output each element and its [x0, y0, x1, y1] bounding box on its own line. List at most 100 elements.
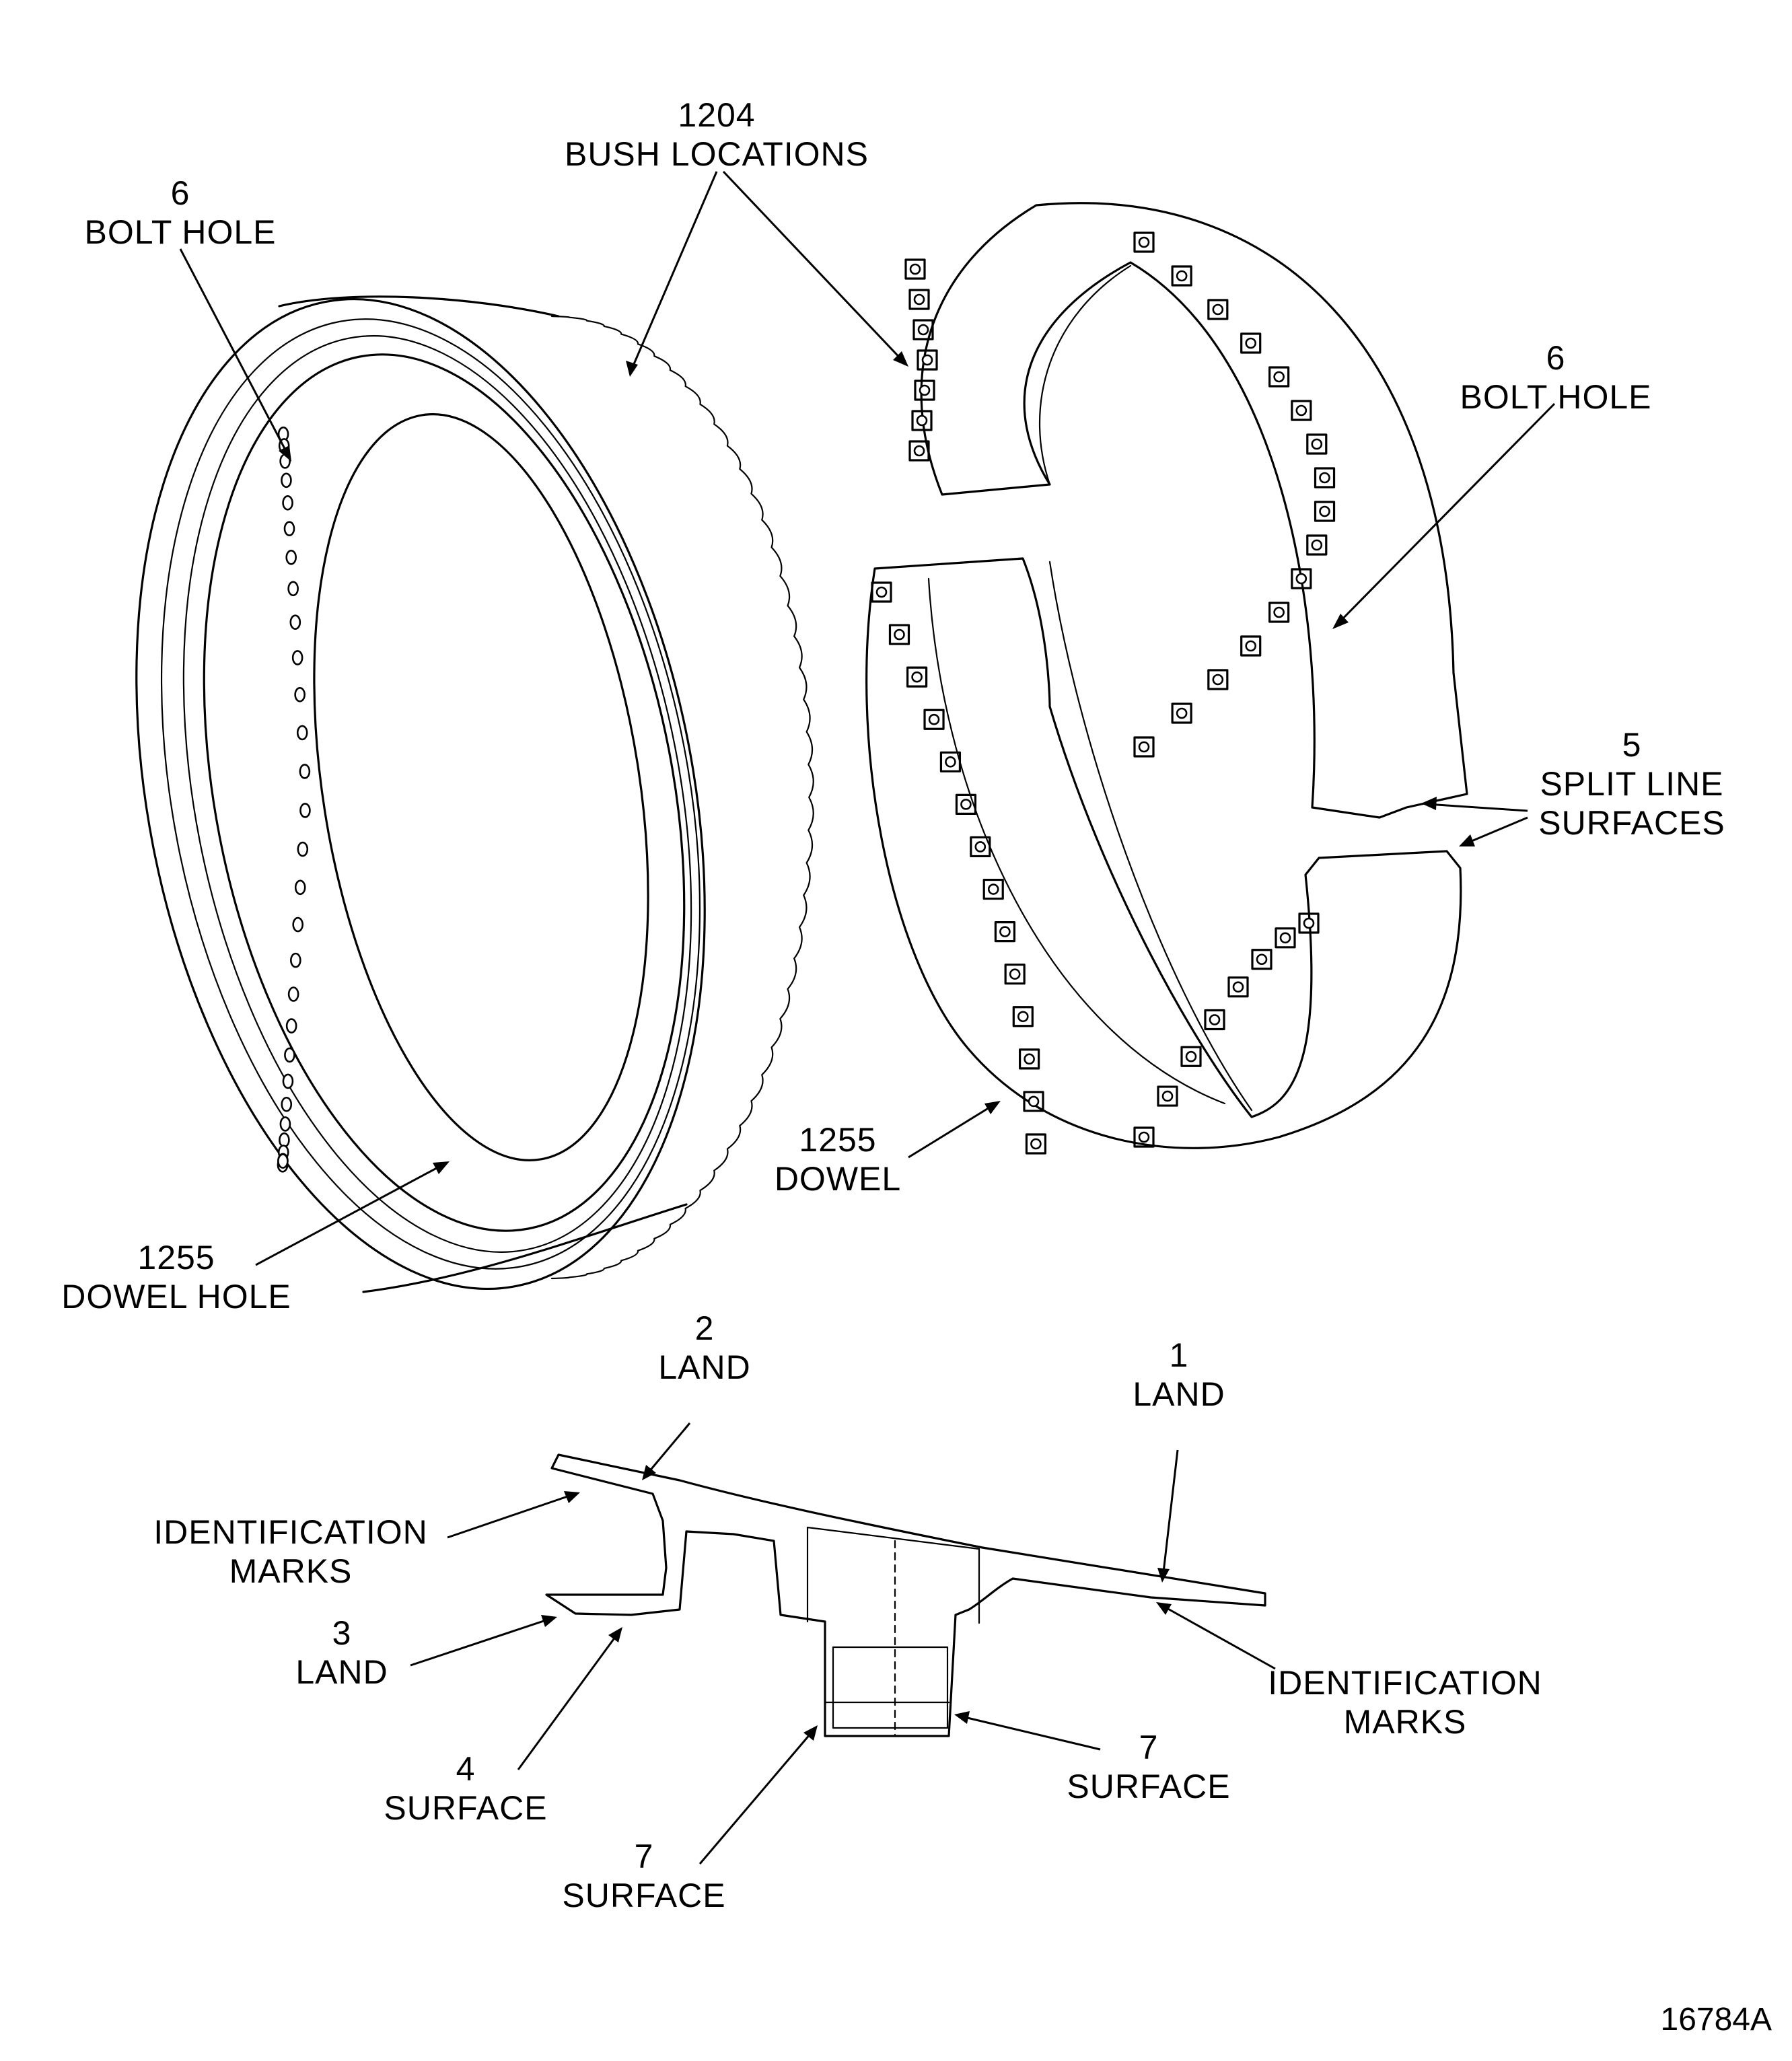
label-bolt-hole-right: 6 BOLT HOLE: [1460, 338, 1651, 417]
bush-location-mark: [1298, 912, 1320, 934]
bush-location-mark: [1207, 299, 1229, 320]
bush-hole-mark: [1273, 371, 1285, 383]
surface-4-number: 4: [456, 1750, 476, 1788]
bush-location-mark: [1306, 534, 1328, 556]
bolt-hole-mark: [279, 1116, 291, 1132]
bush-location-mark: [911, 410, 933, 431]
bolt-hole-mark: [277, 1153, 289, 1169]
bush-hole-mark: [1212, 303, 1224, 316]
label-bolt-hole-left: 6 BOLT HOLE: [84, 174, 276, 252]
bolt-hole-mark: [296, 725, 308, 741]
bush-location-mark: [908, 440, 930, 462]
split-line-text-1: SPLIT LINE: [1540, 765, 1724, 803]
bush-hole-mark: [1319, 505, 1330, 517]
bush-location-mark: [1240, 332, 1262, 354]
bolt-hole-mark: [282, 1073, 294, 1089]
label-identification-marks-left: IDENTIFICATION MARKS: [153, 1513, 428, 1591]
bush-hole-mark: [1176, 707, 1188, 719]
land-1-text: LAND: [1133, 1375, 1225, 1413]
label-surface-7-right: 7 SURFACE: [1067, 1728, 1230, 1806]
label-land-2: 2 LAND: [658, 1309, 750, 1387]
bolt-hole-mark: [285, 549, 297, 565]
bush-hole-mark: [916, 414, 928, 427]
bolt-hole-mark: [284, 1047, 295, 1063]
bush-location-mark: [1291, 400, 1312, 421]
bush-hole-mark: [1138, 236, 1150, 248]
bush-hole-mark: [1209, 1014, 1221, 1025]
split-line-number: 5: [1622, 726, 1642, 764]
bush-location-mark: [923, 709, 945, 730]
land-3-text: LAND: [295, 1653, 388, 1691]
bolt-hole-mark: [289, 614, 301, 630]
surface-4-text: SURFACE: [384, 1789, 548, 1827]
bush-location-mark: [1012, 1006, 1034, 1027]
bush-location-mark: [1180, 1046, 1202, 1067]
bush-location-mark: [1306, 433, 1328, 455]
ident-right-text-2: MARKS: [1343, 1703, 1467, 1741]
bush-hole-mark: [1273, 606, 1285, 618]
bush-location-mark: [1291, 568, 1312, 589]
bush-hole-mark: [919, 384, 931, 396]
bush-hole-mark: [894, 628, 905, 641]
bush-hole-mark: [1311, 539, 1323, 551]
dowel-hole-text: DOWEL HOLE: [61, 1278, 291, 1315]
bush-location-mark: [906, 666, 928, 688]
bush-hole-mark: [913, 293, 925, 305]
bush-hole-mark: [875, 586, 888, 598]
bolt-hole-left-text: BOLT HOLE: [84, 213, 277, 251]
bush-locations-text: BUSH LOCATIONS: [564, 135, 869, 173]
bush-hole-mark: [1009, 968, 1021, 980]
land-2-text: LAND: [658, 1348, 751, 1386]
bush-location-mark: [1207, 669, 1229, 690]
split-line-text-2: SURFACES: [1538, 804, 1725, 842]
bolt-hole-right-number: 6: [1546, 339, 1566, 377]
label-surface-4: 4 SURFACE: [384, 1749, 547, 1828]
bush-hole-mark: [987, 883, 999, 895]
bush-hole-mark: [911, 671, 923, 683]
bush-hole-mark: [913, 445, 925, 457]
bush-location-mark: [871, 581, 892, 603]
label-dowel: 1255 DOWEL: [775, 1120, 901, 1198]
bush-hole-mark: [1245, 640, 1257, 652]
ring-cross-section: [545, 1453, 1266, 1737]
bush-hole-mark: [999, 926, 1011, 937]
bush-locations-number: 1204: [678, 96, 756, 134]
bush-hole-mark: [1295, 404, 1307, 417]
bush-location-mark: [939, 751, 962, 772]
bush-hole-mark: [909, 263, 921, 275]
bush-location-mark: [904, 258, 926, 280]
surface-7-bottom-number: 7: [634, 1838, 654, 1875]
bush-hole-mark: [974, 841, 987, 853]
bolt-hole-mark: [294, 879, 306, 896]
leader-lines: [179, 170, 1556, 1865]
bolt-hole-mark: [287, 986, 299, 1002]
bush-hole-mark: [1279, 932, 1291, 944]
bush-hole-mark: [1024, 1053, 1035, 1065]
bush-location-mark: [1133, 231, 1155, 253]
bush-hole-mark: [945, 756, 956, 768]
ident-left-text-1: IDENTIFICATION: [153, 1513, 428, 1551]
label-dowel-hole: 1255 DOWEL HOLE: [61, 1238, 291, 1316]
bush-location-mark: [994, 921, 1016, 943]
bush-location-mark: [1157, 1085, 1178, 1107]
bolt-hole-right-text: BOLT HOLE: [1460, 378, 1652, 416]
bush-hole-mark: [1176, 270, 1188, 282]
bush-location-mark: [1019, 1048, 1040, 1070]
label-land-1: 1 LAND: [1133, 1336, 1225, 1414]
full-ring-casing: [135, 295, 814, 1293]
bush-location-mark: [955, 793, 977, 815]
bush-location-mark: [1133, 1126, 1155, 1148]
bush-hole-mark: [1295, 573, 1307, 585]
bolt-hole-mark: [292, 916, 303, 933]
split-ring-halves: [865, 202, 1468, 1155]
bush-location-mark: [1240, 635, 1262, 657]
land-1-number: 1: [1169, 1336, 1189, 1374]
bush-hole-mark: [928, 713, 940, 725]
bolt-hole-mark: [283, 521, 295, 536]
surface-7-right-text: SURFACE: [1067, 1768, 1231, 1805]
ident-left-text-2: MARKS: [229, 1552, 353, 1590]
label-bush-locations: 1204 BUSH LOCATIONS: [565, 96, 869, 174]
bush-location-mark: [917, 349, 938, 371]
bolt-hole-mark: [287, 581, 299, 597]
surface-7-bottom-text: SURFACE: [562, 1877, 726, 1914]
